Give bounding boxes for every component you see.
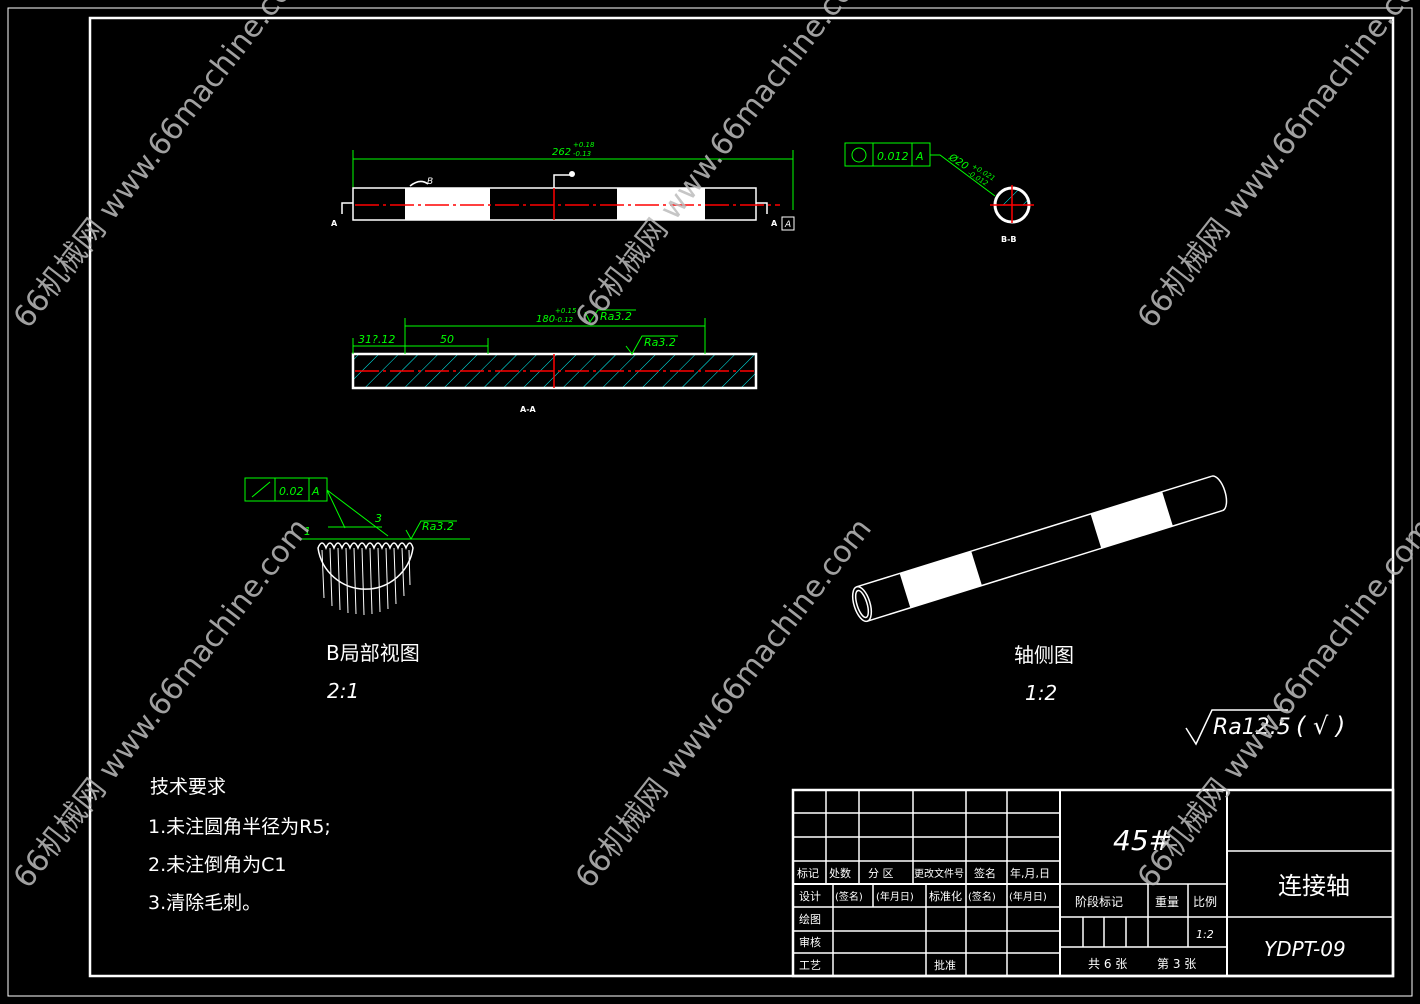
detail-b-scale: 2:1 [327, 679, 359, 703]
dim-total: 262 [552, 147, 571, 158]
tb-design: (签名) [835, 890, 863, 903]
detail-b-title: B局部视图 [326, 641, 420, 665]
tb-header: 处数 [829, 867, 851, 880]
detail-dim-1: 1 [304, 525, 311, 538]
tb-drawing-no: YDPT-09 [1264, 937, 1346, 961]
iso-scale: 1:2 [1025, 681, 1057, 705]
concentricity-icon [851, 147, 867, 163]
runout-icon [251, 481, 271, 498]
general-roughness: Ra12.5 ( √ ) [1185, 709, 1345, 746]
tech-item: 2.未注倒角为C1 [148, 854, 286, 876]
watermark: 66机械网 www.66machine.com [569, 0, 879, 335]
bb-datum: A [915, 150, 924, 163]
roughness-2: Ra3.2 [644, 336, 676, 349]
general-roughness-suffix: ( √ ) [1296, 712, 1345, 740]
detail-b-marker: B [427, 177, 433, 187]
watermark: 66机械网 www.66machine.com [7, 0, 317, 335]
tb-header: 标记 [797, 866, 819, 880]
dim-180-tol-lower: -0.12 [555, 316, 574, 324]
tb-material: 45# [1113, 824, 1172, 857]
inner-frame [88, 16, 1395, 978]
tb-header: 更改文件号 [914, 867, 964, 880]
tech-requirements: 技术要求 1.未注圆角半径为R5; 2.未注倒角为C1 3.清除毛刺。 [148, 776, 331, 914]
dim-total-tol-upper: +0.18 [573, 141, 595, 149]
datum-a: A [784, 220, 791, 230]
dim-50: 50 [440, 333, 454, 346]
tb-draw: 绘图 [799, 912, 821, 926]
watermarks: 66机械网 www.66machine.com 66机械网 www.66mach… [7, 0, 1420, 895]
detail-datum: A [311, 485, 320, 498]
section-aa: 31?.12 50 180 +0.15 -0.12 Ra3.2 Ra3.2 A-… [351, 307, 758, 414]
section-mark-left: A [331, 219, 338, 228]
tb-stage-mark: 阶段标记 [1075, 894, 1123, 909]
title-block-text: 标记 处数 分 区 更改文件号 签名 年,月,日 设计 (签名) (年月日) 标… [797, 824, 1350, 972]
tb-process: 工艺 [799, 959, 821, 972]
dim-180: 180 [536, 314, 555, 325]
tb-ratio-label: 比例 [1193, 895, 1217, 909]
tech-item: 1.未注圆角半径为R5; [148, 816, 331, 838]
section-mark-right: A [771, 219, 778, 228]
tb-header: 签名 [974, 866, 996, 880]
tech-title: 技术要求 [150, 776, 226, 798]
tb-header: 分 区 [868, 867, 894, 880]
detail-dim-3: 3 [375, 512, 382, 525]
tb-design: 设计 [799, 890, 821, 903]
section-bb-label: B-B [1001, 235, 1017, 244]
dim-total-tol-lower: -0.13 [573, 150, 591, 158]
section-bb: 0.012 A Ø20 +0.021 -0.012 B-B [844, 142, 1034, 244]
detail-roughness: Ra3.2 [422, 520, 454, 533]
outer-border [7, 7, 1413, 997]
tb-ratio: 1:2 [1196, 928, 1214, 941]
tb-header: 年,月,日 [1010, 866, 1050, 880]
tb-sheet-no: 第 3 张 [1157, 957, 1196, 971]
bb-tolerance: 0.012 [877, 150, 909, 163]
tb-approve: 批准 [934, 958, 956, 972]
section-aa-label: A-A [520, 405, 537, 414]
tech-item: 3.清除毛刺。 [148, 892, 261, 914]
tb-sheets: 共 6 张 [1088, 957, 1127, 971]
tb-part-name: 连接轴 [1278, 872, 1350, 900]
detail-tolerance: 0.02 [279, 485, 304, 498]
watermark: 66机械网 www.66machine.com [1131, 0, 1420, 335]
tb-check: 审核 [799, 935, 821, 949]
tb-design: 标准化 [929, 889, 962, 903]
detail-b-view: 0.02 A 1 3 Ra3.2 B局部视图 2:1 [244, 477, 470, 703]
tb-design: (年月日) [1009, 890, 1047, 903]
title-block [791, 788, 1395, 978]
general-roughness-value: Ra12.5 [1213, 715, 1291, 740]
watermark: 66机械网 www.66machine.com [1131, 512, 1420, 895]
tb-design: (签名) [968, 890, 996, 903]
iso-title: 轴侧图 [1014, 643, 1074, 667]
tb-weight: 重量 [1155, 895, 1179, 909]
iso-view: 轴侧图 1:2 [851, 475, 1228, 705]
main-view: 262 +0.18 -0.13 B A A A [331, 141, 795, 231]
dim-180-tol-upper: +0.15 [555, 307, 577, 315]
tb-design: (年月日) [876, 890, 914, 903]
roughness-1: Ra3.2 [600, 310, 632, 323]
dim-left: 31?.12 [358, 333, 395, 346]
